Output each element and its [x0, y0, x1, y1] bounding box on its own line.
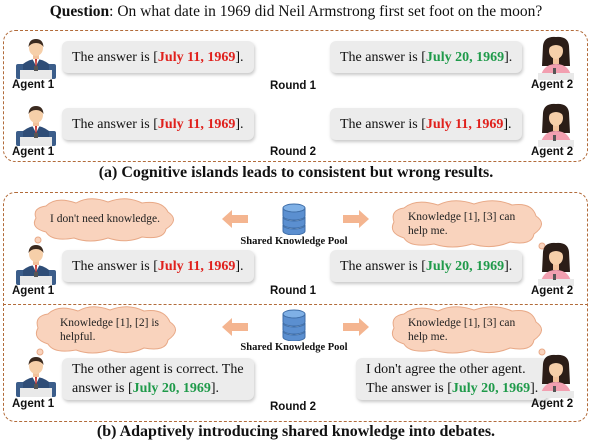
left-arrow-icon — [222, 210, 248, 233]
round1-label: Round 1 — [270, 80, 316, 92]
agent1-label: Agent 1 — [12, 398, 55, 410]
question-label: Question — [49, 3, 110, 20]
left-arrow-icon — [222, 318, 248, 341]
agent1-answer-bubble: The other agent is correct. The answer i… — [62, 358, 254, 400]
panel-a — [3, 30, 588, 162]
agent1-thought-bubble: Knowledge [1], [2] is helpful. — [30, 306, 180, 356]
panel-b-divider — [3, 304, 588, 305]
agent2-answer-bubble: I don't agree the other agent. The answe… — [356, 358, 549, 400]
agent2-avatar-icon — [534, 354, 578, 398]
panel-a-caption: (a) Cognitive islands leads to consisten… — [98, 164, 494, 181]
agent1-avatar-icon — [14, 103, 58, 147]
panel-b-caption: (b) Adaptively introducing shared knowle… — [96, 423, 496, 440]
thought-text: I don't need knowledge. — [50, 213, 161, 225]
agent2-avatar-icon — [534, 242, 578, 286]
round1-label: Round 1 — [270, 285, 316, 297]
agent2-thought-bubble: Knowledge [1], [3] can help me. — [386, 306, 546, 356]
agent1-avatar-icon — [14, 36, 58, 80]
right-arrow-icon — [343, 318, 369, 341]
agent2-avatar-icon — [534, 103, 578, 147]
database-icon — [281, 203, 307, 240]
agent1-avatar-icon — [14, 242, 58, 286]
database-icon — [281, 309, 307, 346]
agent1-answer-bubble: The answer is [July 11, 1969]. — [62, 108, 254, 140]
panel-b — [3, 192, 588, 422]
agent2-answer-bubble: The answer is [July 20, 1969]. — [330, 41, 523, 73]
agent2-label: Agent 2 — [531, 146, 574, 158]
round2-label: Round 2 — [270, 146, 316, 158]
agent2-label: Agent 2 — [531, 398, 574, 410]
agent2-answer-bubble: The answer is [July 20, 1969]. — [330, 250, 523, 282]
question-text: : On what date in 1969 did Neil Armstron… — [109, 3, 543, 20]
thought-text: Knowledge [1], [2] is helpful. — [60, 317, 160, 343]
agent2-thought-bubble: Knowledge [1], [3] can help me. — [386, 200, 546, 250]
agent1-label: Agent 1 — [12, 285, 55, 297]
agent2-label: Agent 2 — [531, 79, 574, 91]
agent1-label: Agent 1 — [12, 79, 55, 91]
agent1-answer-bubble: The answer is [July 11, 1969]. — [62, 250, 254, 282]
knowledge-pool-label: Shared Knowledge Pool — [240, 236, 348, 247]
thought-text: Knowledge [1], [3] can help me. — [408, 317, 516, 343]
agent1-avatar-icon — [14, 354, 58, 398]
agent1-thought-bubble: I don't need knowledge. — [28, 198, 178, 244]
thought-text: Knowledge [1], [3] can help me. — [408, 211, 516, 237]
round2-label: Round 2 — [270, 401, 316, 413]
agent2-avatar-icon — [534, 36, 578, 80]
question-line: Question: On what date in 1969 did Neil … — [0, 3, 592, 21]
agent2-label: Agent 2 — [531, 285, 574, 297]
knowledge-pool-label: Shared Knowledge Pool — [240, 342, 348, 353]
agent1-label: Agent 1 — [12, 146, 55, 158]
agent1-answer-bubble: The answer is [July 11, 1969]. — [62, 41, 254, 73]
agent2-answer-bubble: The answer is [July 11, 1969]. — [330, 108, 522, 140]
right-arrow-icon — [343, 210, 369, 233]
